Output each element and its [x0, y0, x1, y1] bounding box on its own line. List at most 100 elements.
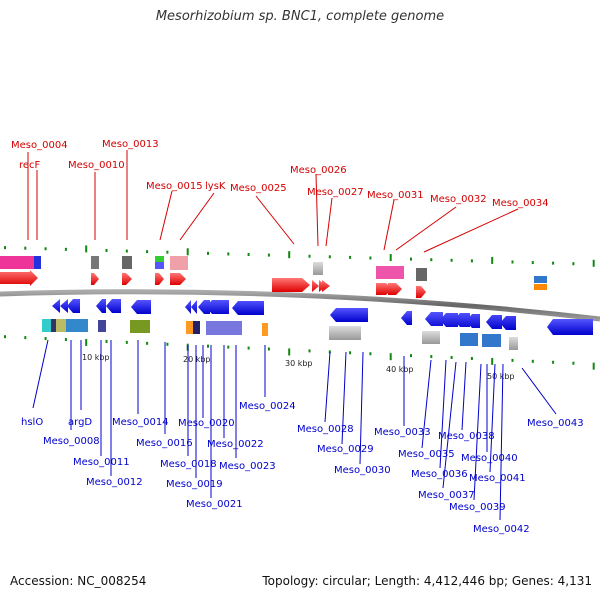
gene-block[interactable]	[460, 333, 478, 346]
gene-label[interactable]: Meso_0012	[86, 477, 143, 488]
gene-label[interactable]: Meso_0004	[11, 140, 68, 151]
reverse-gene-arrow[interactable]	[131, 300, 151, 314]
reverse-gene-arrow[interactable]	[547, 319, 593, 335]
gene-block[interactable]	[130, 320, 150, 333]
tick-mark	[44, 247, 47, 251]
reverse-gene-arrow[interactable]	[52, 299, 80, 313]
tick-mark	[125, 340, 128, 344]
gene-label[interactable]: Meso_0021	[186, 499, 243, 510]
top-strand-genes	[0, 256, 547, 298]
gene-label[interactable]: Meso_0013	[102, 139, 159, 150]
gene-block[interactable]	[155, 256, 164, 262]
tick-mark	[146, 341, 149, 345]
gene-block[interactable]	[329, 326, 361, 340]
forward-gene-arrow[interactable]	[122, 273, 132, 285]
forward-gene-arrow[interactable]	[0, 270, 38, 286]
gene-block[interactable]	[534, 284, 547, 290]
gene-label[interactable]: recF	[19, 160, 41, 171]
reverse-gene-arrow[interactable]	[425, 312, 516, 330]
gene-block[interactable]	[193, 321, 200, 334]
gene-label[interactable]: Meso_0014	[112, 417, 169, 428]
gene-label[interactable]: Meso_0008	[43, 436, 100, 447]
gene-label[interactable]: Meso_0018	[160, 459, 217, 470]
forward-gene-arrow[interactable]	[272, 278, 310, 292]
gene-label[interactable]: Meso_0043	[527, 418, 584, 429]
gene-block[interactable]	[206, 321, 242, 335]
gene-label[interactable]: Meso_0028	[297, 424, 354, 435]
gene-block[interactable]	[262, 323, 268, 336]
gene-block[interactable]	[155, 262, 164, 269]
reverse-gene-arrow[interactable]	[185, 300, 264, 315]
reverse-gene-arrow[interactable]	[401, 311, 412, 325]
gene-block[interactable]	[482, 334, 501, 347]
gene-label[interactable]: Meso_0031	[367, 190, 424, 201]
forward-gene-arrow[interactable]	[155, 273, 164, 285]
gene-label[interactable]: lysK	[205, 181, 226, 192]
gene-block[interactable]	[0, 256, 40, 269]
gene-block[interactable]	[376, 266, 404, 279]
gene-label[interactable]: Meso_0042	[473, 524, 530, 535]
reverse-gene-arrow[interactable]	[96, 299, 121, 313]
gene-block[interactable]	[170, 256, 188, 270]
gene-label[interactable]: Meso_0039	[449, 502, 506, 513]
gene-label[interactable]: Meso_0036	[411, 469, 468, 480]
tick-mark	[328, 350, 331, 354]
gene-label[interactable]: Meso_0016	[136, 438, 193, 449]
forward-gene-arrow[interactable]	[170, 273, 186, 285]
tick-mark	[207, 344, 209, 348]
reverse-gene-arrow[interactable]	[330, 308, 368, 322]
gene-label[interactable]: Meso_0030	[334, 465, 391, 476]
gene-label[interactable]: Meso_0034	[492, 198, 549, 209]
gene-block[interactable]	[422, 331, 440, 344]
gene-block[interactable]	[42, 319, 51, 332]
gene-block[interactable]	[66, 319, 88, 332]
tick-mark	[511, 260, 514, 264]
tick-mark	[592, 259, 595, 267]
gene-label[interactable]: Meso_0027	[307, 187, 364, 198]
gene-label[interactable]: Meso_0029	[317, 444, 374, 455]
gene-label[interactable]: Meso_0019	[166, 479, 223, 490]
gene-block[interactable]	[51, 319, 56, 332]
gene-block[interactable]	[186, 321, 193, 334]
gene-label[interactable]: argD	[68, 417, 92, 428]
scale-label: 10 kbp	[82, 353, 110, 362]
gene-label[interactable]: Meso_0032	[430, 194, 487, 205]
gene-block[interactable]	[122, 256, 132, 269]
gene-label[interactable]: Meso_0026	[290, 165, 347, 176]
gene-label[interactable]: hslO	[21, 417, 43, 428]
tick-mark	[450, 258, 453, 262]
gene-label[interactable]: Meso_0020	[178, 418, 235, 429]
gene-label[interactable]: Meso_0040	[461, 453, 518, 464]
tick-mark	[389, 254, 392, 262]
gene-label[interactable]: Meso_0033	[374, 427, 431, 438]
gene-label[interactable]: Meso_0015	[146, 181, 203, 192]
forward-gene-arrow[interactable]	[416, 286, 426, 298]
gene-label[interactable]: Meso_0022	[207, 439, 264, 450]
forward-gene-arrow[interactable]	[91, 273, 99, 285]
gene-label[interactable]: Meso_0041	[469, 473, 526, 484]
tick-mark	[186, 248, 189, 256]
tick-mark	[24, 246, 27, 250]
gene-label[interactable]: Meso_0024	[239, 401, 296, 412]
gene-label[interactable]: Meso_0011	[73, 457, 130, 468]
gene-label[interactable]: Meso_0035	[398, 449, 455, 460]
gene-label[interactable]: Meso_0023	[219, 461, 276, 472]
forward-gene-arrow[interactable]	[388, 283, 402, 295]
tick-mark	[267, 347, 270, 351]
gene-block[interactable]	[34, 256, 41, 269]
gene-block[interactable]	[56, 319, 66, 332]
gene-block[interactable]	[91, 256, 99, 269]
gene-label[interactable]: Meso_0038	[438, 431, 495, 442]
forward-gene-arrow[interactable]	[312, 280, 330, 292]
gene-label[interactable]: Meso_0010	[68, 160, 125, 171]
tick-mark	[410, 354, 412, 358]
gene-block[interactable]	[98, 320, 106, 332]
gene-block[interactable]	[509, 337, 518, 350]
gene-label[interactable]: Meso_0025	[230, 183, 287, 194]
gene-block[interactable]	[534, 276, 547, 283]
gene-label[interactable]: Meso_0037	[418, 490, 475, 501]
gene-block[interactable]	[313, 262, 323, 275]
tick-mark	[389, 353, 392, 361]
gene-block[interactable]	[416, 268, 427, 281]
